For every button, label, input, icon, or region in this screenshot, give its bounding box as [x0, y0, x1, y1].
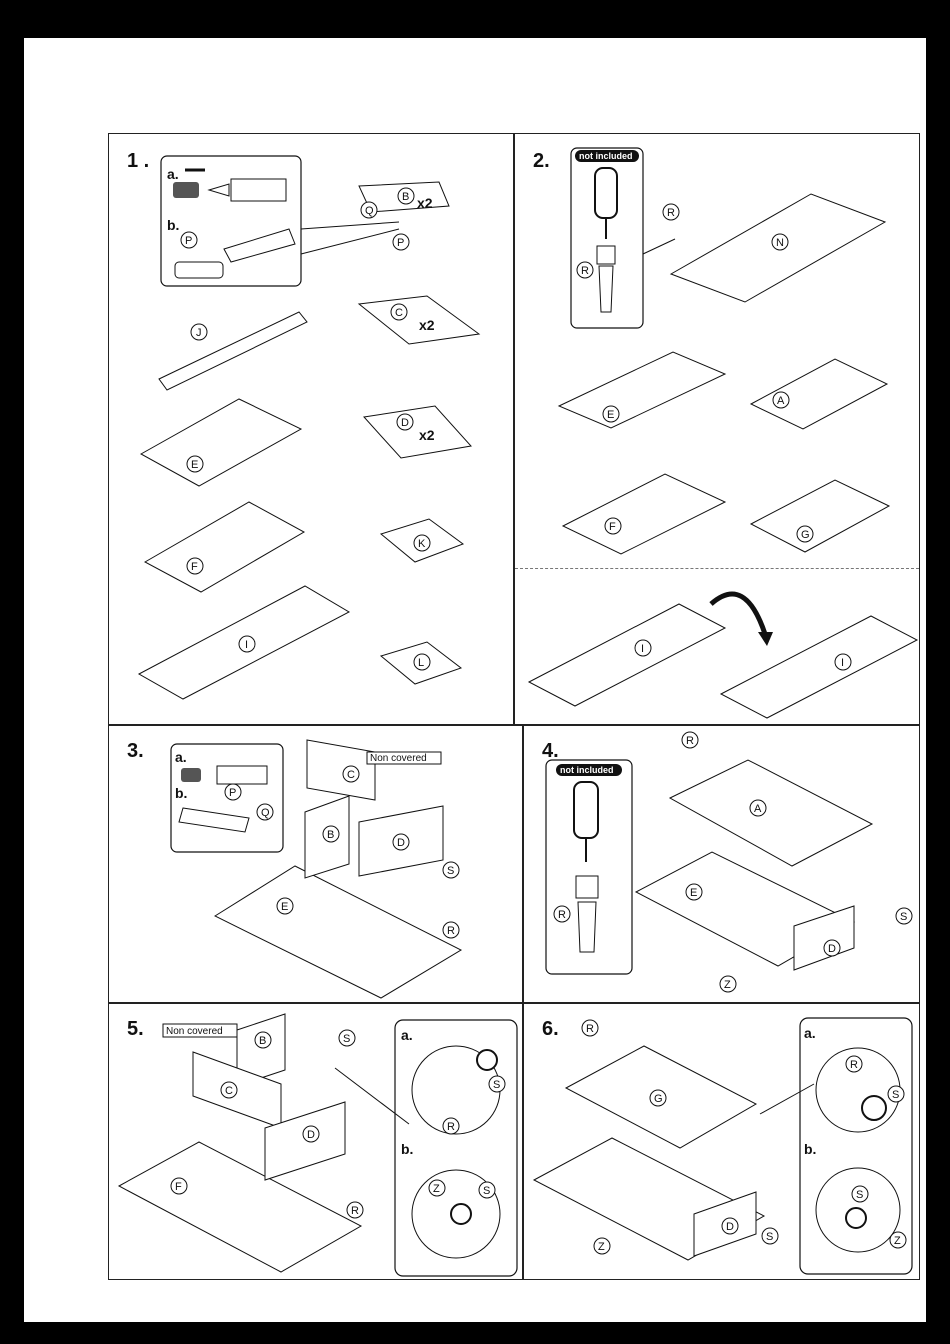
instruction-sheet: 1 . a. b. P B x2 [24, 38, 926, 1322]
label-r-step5-a: R [447, 1121, 455, 1133]
step-3-drawing: a. b. P Q E C B D Non covered [109, 726, 523, 1003]
label-r-step4: R [686, 735, 694, 747]
label-a-step5: a. [401, 1027, 413, 1043]
label-b-step5: B [259, 1035, 266, 1047]
step-1-drawing: a. b. P B x2 Q P J C x2 E [109, 134, 514, 725]
step-5-drawing: Non covered F B C D S R a. S [109, 1004, 523, 1280]
label-z-step4: Z [724, 979, 731, 991]
step-5-panel: 5. Non covered F B C D S R a. [108, 1003, 523, 1280]
label-r-step6-a: R [850, 1059, 858, 1071]
label-g-step6: G [654, 1093, 663, 1105]
label-q: Q [365, 205, 374, 217]
label-d: D [401, 417, 409, 429]
label-f-step2: F [609, 521, 616, 533]
label-e-step2: E [607, 409, 614, 421]
label-r-step5: R [351, 1205, 359, 1217]
label-r-detail: R [581, 265, 589, 277]
label-b-step3: b. [175, 785, 187, 801]
label-a: a. [167, 166, 179, 182]
step-1-panel: 1 . a. b. P B x2 [108, 133, 514, 725]
label-s-step5-b: S [483, 1185, 490, 1197]
label-i: I [245, 639, 248, 651]
label-a-step3: a. [175, 749, 187, 765]
step-3-panel: 3. a. b. P Q E C B D [108, 725, 523, 1003]
label-s-step3: S [447, 865, 454, 877]
label-b-step6: b. [804, 1141, 816, 1157]
non-covered-step5: Non covered [166, 1026, 223, 1037]
label-p-detail: P [185, 235, 192, 247]
label-p-step3: P [229, 787, 236, 799]
label-c-step3: C [347, 769, 355, 781]
label-e-step3: E [281, 901, 288, 913]
label-d-step6: D [726, 1221, 734, 1233]
label-s-step5-a: S [493, 1079, 500, 1091]
label-f-step5: F [175, 1181, 182, 1193]
step-2-divider [515, 568, 919, 569]
label-c: C [395, 307, 403, 319]
step-4-drawing: not included R R A E D Z S [524, 726, 920, 1003]
label-a-step6: a. [804, 1025, 816, 1041]
label-z-step6: Z [598, 1241, 605, 1253]
label-b-panel: B [402, 191, 409, 203]
step-6-drawing: R G D Z S a. R S b. S [524, 1004, 920, 1280]
label-b: b. [167, 217, 179, 233]
label-r: R [667, 207, 675, 219]
label-s-step4: S [900, 911, 907, 923]
label-s-step6-a: S [892, 1089, 899, 1101]
label-n: N [776, 237, 784, 249]
label-p: P [397, 237, 404, 249]
label-d-step3: D [397, 837, 405, 849]
label-c-x2: x2 [419, 317, 435, 333]
label-d-step5: D [307, 1129, 315, 1141]
label-s-step6: S [766, 1231, 773, 1243]
label-i-left: I [641, 643, 644, 655]
step-2-panel: 2. not included R N R E [514, 133, 920, 725]
label-f: F [191, 561, 198, 573]
step-4-panel: 4. not included R R A E D Z [523, 725, 920, 1003]
non-covered-step3: Non covered [370, 753, 427, 764]
label-z-step6-b: Z [894, 1235, 901, 1247]
label-b-step3-panel: B [327, 829, 334, 841]
label-b-step5: b. [401, 1141, 413, 1157]
label-j: J [196, 327, 202, 339]
label-a-panel: A [777, 395, 785, 407]
label-r-step4-detail: R [558, 909, 566, 921]
step-2-drawing: not included R N R E A F [515, 134, 920, 725]
label-r-step6: R [586, 1023, 594, 1035]
dowel-detail-a [173, 170, 286, 201]
assembly-grid: 1 . a. b. P B x2 [108, 133, 920, 1280]
label-z-step5: Z [433, 1183, 440, 1195]
not-included-tag-step4: not included [560, 765, 614, 775]
label-c-step5: C [225, 1085, 233, 1097]
label-k: K [418, 538, 426, 550]
label-e: E [191, 459, 198, 471]
label-b-x2: x2 [417, 195, 433, 211]
label-r-step3: R [447, 925, 455, 937]
label-q-step3: Q [261, 807, 270, 819]
label-g: G [801, 529, 810, 541]
label-s-step6-b: S [856, 1189, 863, 1201]
label-i-right: I [841, 657, 844, 669]
label-d-step4: D [828, 943, 836, 955]
label-l: L [418, 657, 424, 669]
label-e-step4: E [690, 887, 697, 899]
label-d-x2: x2 [419, 427, 435, 443]
label-a-step4: A [754, 803, 762, 815]
label-s-step5: S [343, 1033, 350, 1045]
not-included-tag: not included [579, 151, 633, 161]
step-6-panel: 6. R G D Z S a. R S b. [523, 1003, 920, 1280]
